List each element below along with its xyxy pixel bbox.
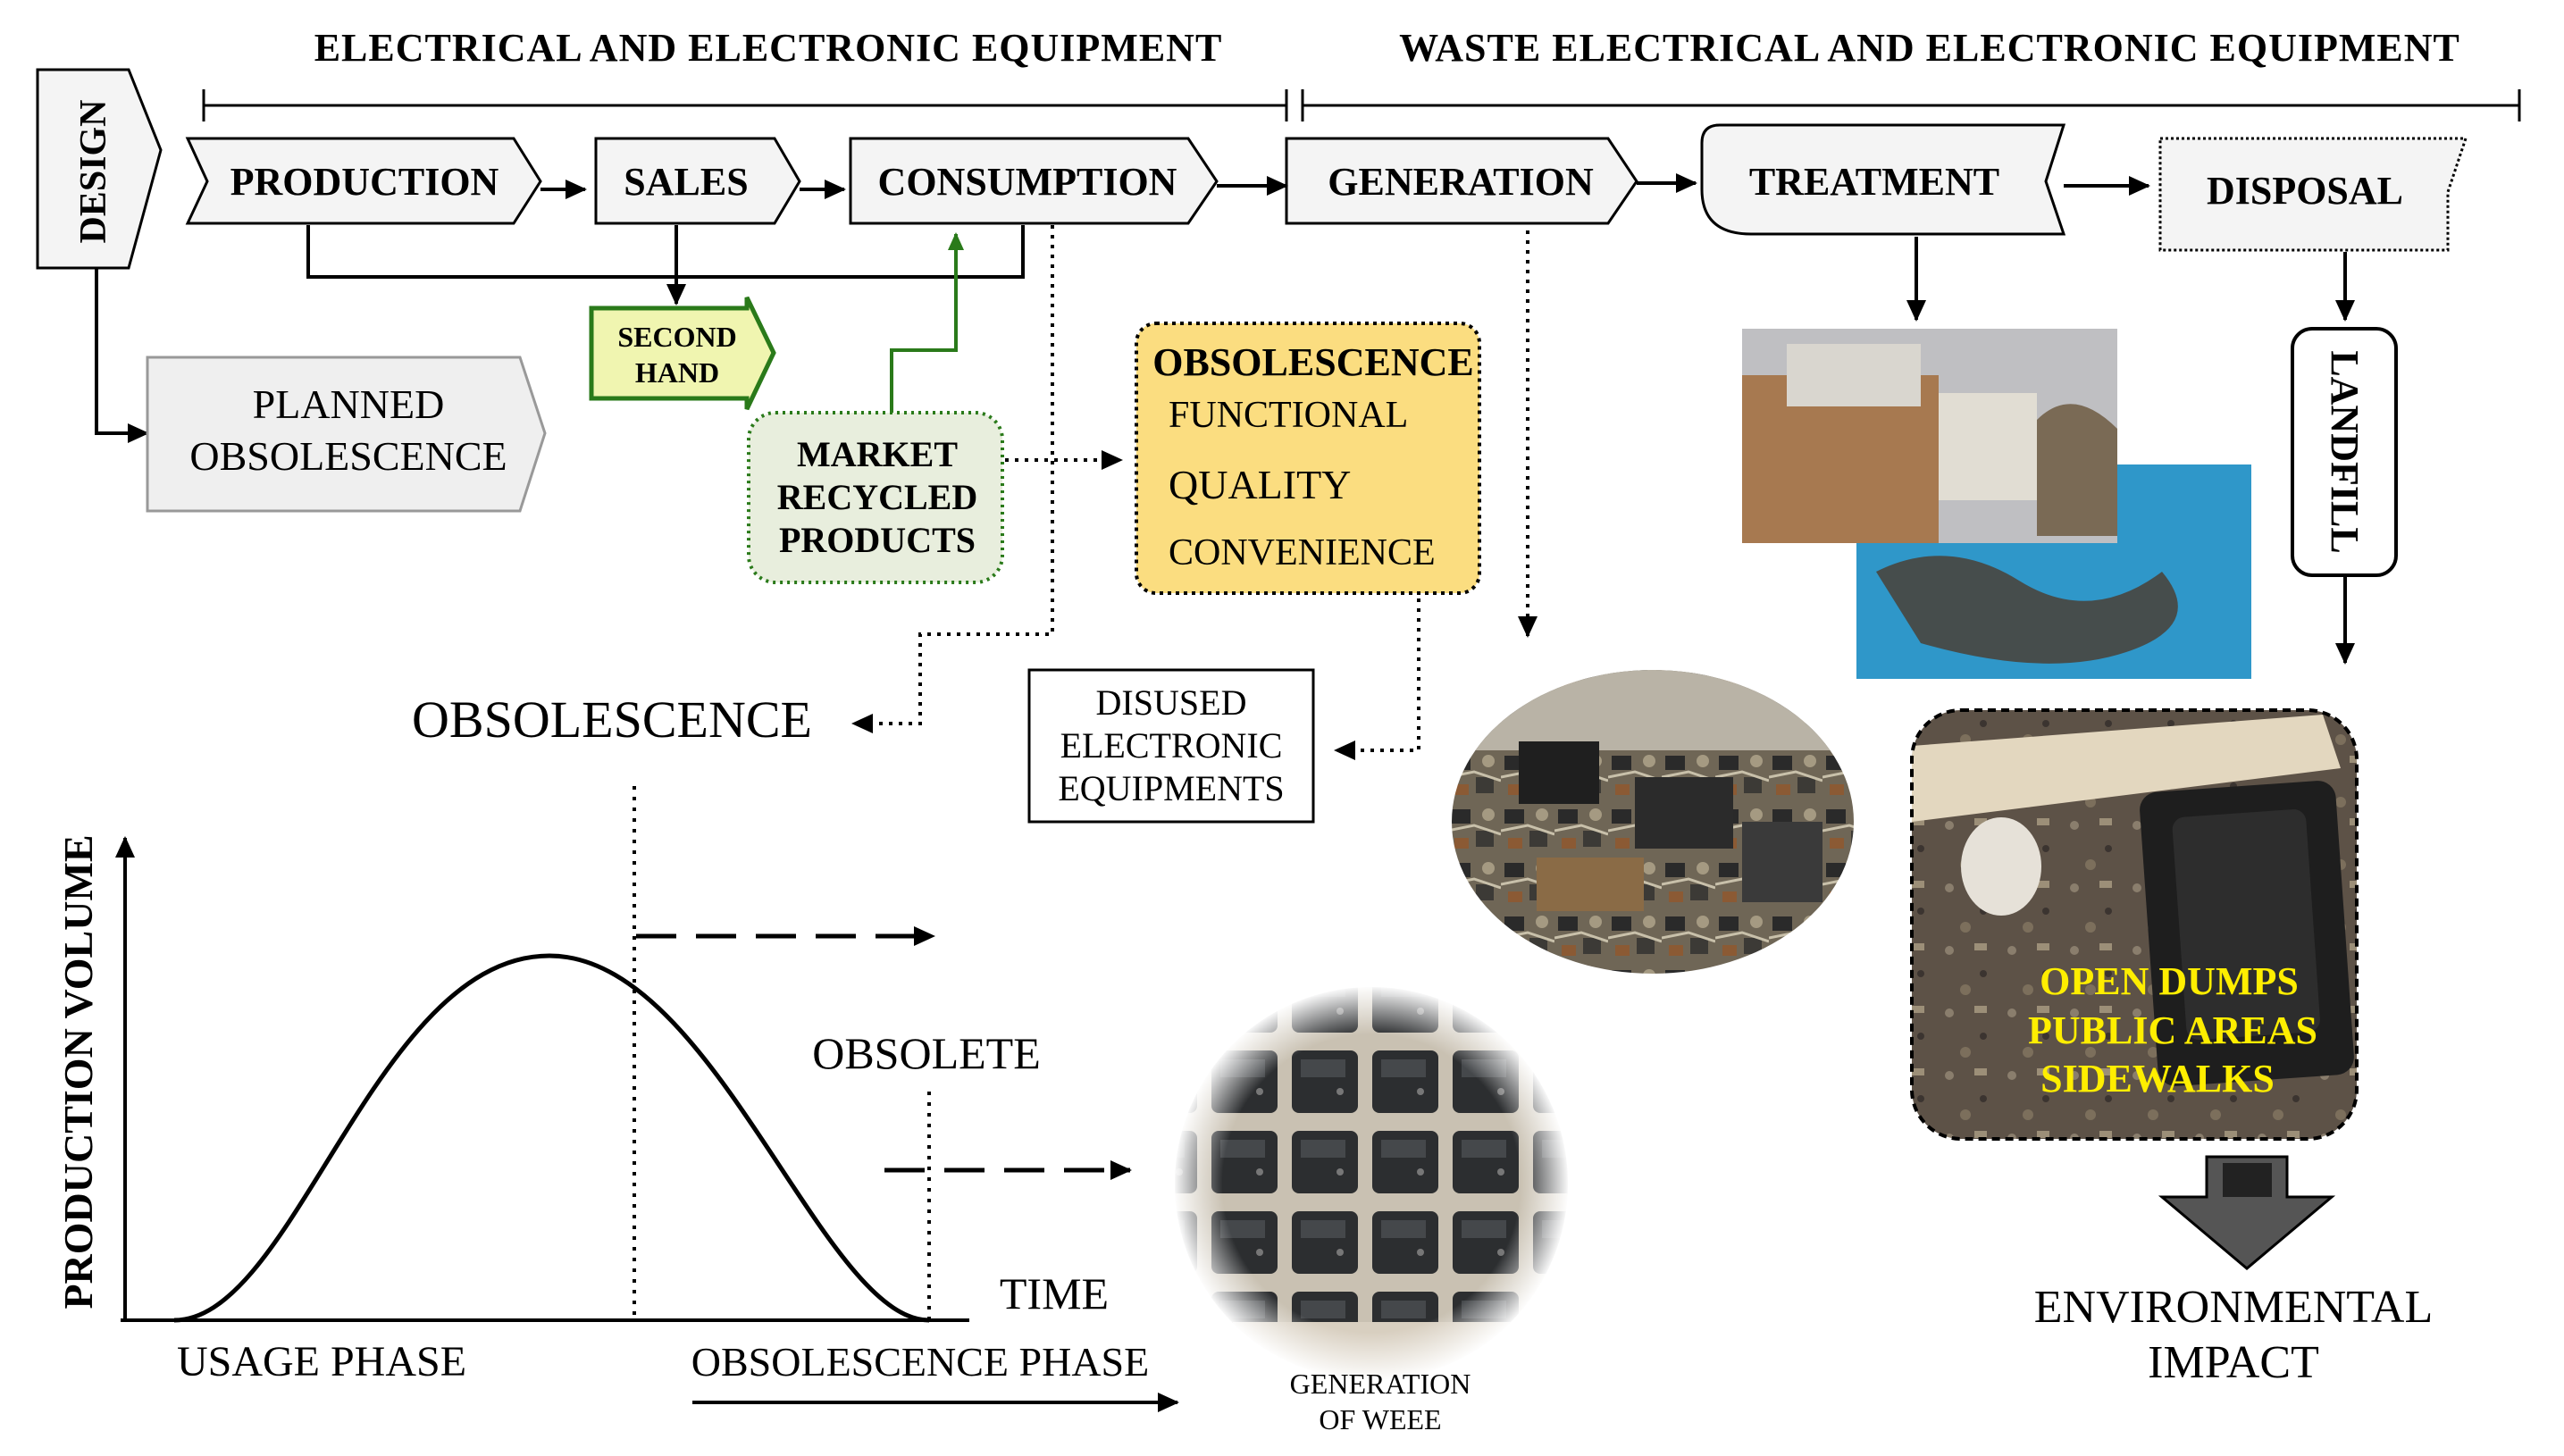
svg-text:DISUSED: DISUSED — [1096, 682, 1247, 723]
usage-phase-label: USAGE PHASE — [177, 1338, 466, 1385]
svg-text:PRODUCTION: PRODUCTION — [230, 160, 499, 204]
svg-text:GENERATION: GENERATION — [1328, 160, 1594, 204]
svg-text:DESIGN: DESIGN — [73, 99, 114, 243]
svg-text:MARKET: MARKET — [797, 434, 958, 474]
dump-text-sidewalks: SIDEWALKS — [2040, 1057, 2275, 1100]
eee-bracket — [202, 89, 1288, 121]
market-recycled-box: MARKET RECYCLED PRODUCTS — [747, 411, 1004, 584]
obsolescence-type-functional: FUNCTIONAL — [1169, 395, 1408, 436]
disused-equipment-box: DISUSED ELECTRONIC EQUIPMENTS — [1027, 668, 1315, 824]
second-hand-box: SECOND HAND — [589, 296, 776, 411]
tv-stack-photo — [1173, 985, 1570, 1382]
obsolescence-phase-label: OBSOLESCENCE PHASE — [691, 1339, 1149, 1385]
dump-text-open-dumps: OPEN DUMPS — [2040, 959, 2299, 1003]
svg-text:HAND: HAND — [635, 356, 719, 389]
generation-weee-line1: GENERATION — [1290, 1368, 1471, 1400]
environmental-impact-line2: IMPACT — [2148, 1337, 2319, 1388]
svg-text:PLANNED: PLANNED — [253, 381, 445, 427]
treatment-stage: TREATMENT — [1700, 123, 2066, 236]
generation-weee-line2: OF WEEE — [1319, 1403, 1441, 1435]
treatment-photo — [1742, 329, 2251, 679]
generation-waste-photo — [1452, 670, 1854, 974]
disposal-stage: DISPOSAL — [2158, 137, 2468, 252]
flow-arrows — [540, 173, 2150, 199]
weee-header: WASTE ELECTRICAL AND ELECTRONIC EQUIPMEN… — [1399, 26, 2460, 70]
sales-stage: SALES — [594, 137, 801, 225]
environmental-impact-line1: ENVIRONMENTAL — [2034, 1282, 2433, 1333]
chart-xlabel: TIME — [1000, 1268, 1109, 1318]
design-stage: DESIGN — [36, 68, 163, 270]
svg-text:ELECTRONIC: ELECTRONIC — [1060, 725, 1283, 766]
design-to-planned-arrow — [95, 268, 149, 443]
obsolescence-label: OBSOLESCENCE — [412, 690, 812, 749]
production-stage: PRODUCTION — [185, 137, 542, 225]
eee-header: ELECTRICAL AND ELECTRONIC EQUIPMENT — [314, 26, 1223, 70]
planned-obsolescence-box: PLANNED OBSOLESCENCE — [146, 356, 547, 513]
landfill-box: LANDFILL — [2291, 327, 2398, 577]
impact-down-arrow — [2158, 1155, 2336, 1270]
svg-text:LANDFILL: LANDFILL — [2323, 350, 2367, 553]
obsolescence-types-box: OBSOLESCENCE FUNCTIONAL QUALITY CONVENIE… — [1135, 322, 1481, 595]
obsolescence-types-title: OBSOLESCENCE — [1152, 340, 1473, 384]
svg-text:TREATMENT: TREATMENT — [1749, 160, 1999, 204]
svg-text:SALES: SALES — [624, 160, 748, 204]
production-curve-chart: PRODUCTION VOLUME TIME OBSOLETE USAGE PH… — [55, 786, 1179, 1412]
chart-ylabel: PRODUCTION VOLUME — [55, 834, 101, 1309]
weee-bracket — [1301, 89, 2521, 121]
svg-text:SECOND: SECOND — [617, 321, 736, 353]
obsolete-label: OBSOLETE — [812, 1028, 1041, 1078]
dump-text-public-areas: PUBLIC AREAS — [2028, 1008, 2317, 1052]
obsolescence-type-convenience: CONVENIENCE — [1169, 532, 1436, 573]
svg-text:OBSOLESCENCE: OBSOLESCENCE — [189, 433, 507, 479]
production-curve — [173, 953, 930, 1323]
production-loop-lines — [306, 225, 1025, 305]
consumption-dotted-lines — [851, 225, 1538, 760]
svg-text:PRODUCTS: PRODUCTS — [779, 520, 976, 560]
recycled-to-consumption-arrow — [890, 232, 964, 413]
generation-stage: GENERATION — [1285, 137, 1638, 225]
svg-text:CONSUMPTION: CONSUMPTION — [878, 160, 1177, 204]
svg-text:RECYCLED: RECYCLED — [777, 477, 977, 517]
obsolescence-type-quality: QUALITY — [1169, 462, 1351, 507]
svg-text:EQUIPMENTS: EQUIPMENTS — [1058, 768, 1284, 808]
open-dump-photo: OPEN DUMPS PUBLIC AREAS SIDEWALKS — [1910, 708, 2359, 1141]
consumption-stage: CONSUMPTION — [849, 137, 1219, 225]
svg-text:DISPOSAL: DISPOSAL — [2207, 169, 2403, 213]
